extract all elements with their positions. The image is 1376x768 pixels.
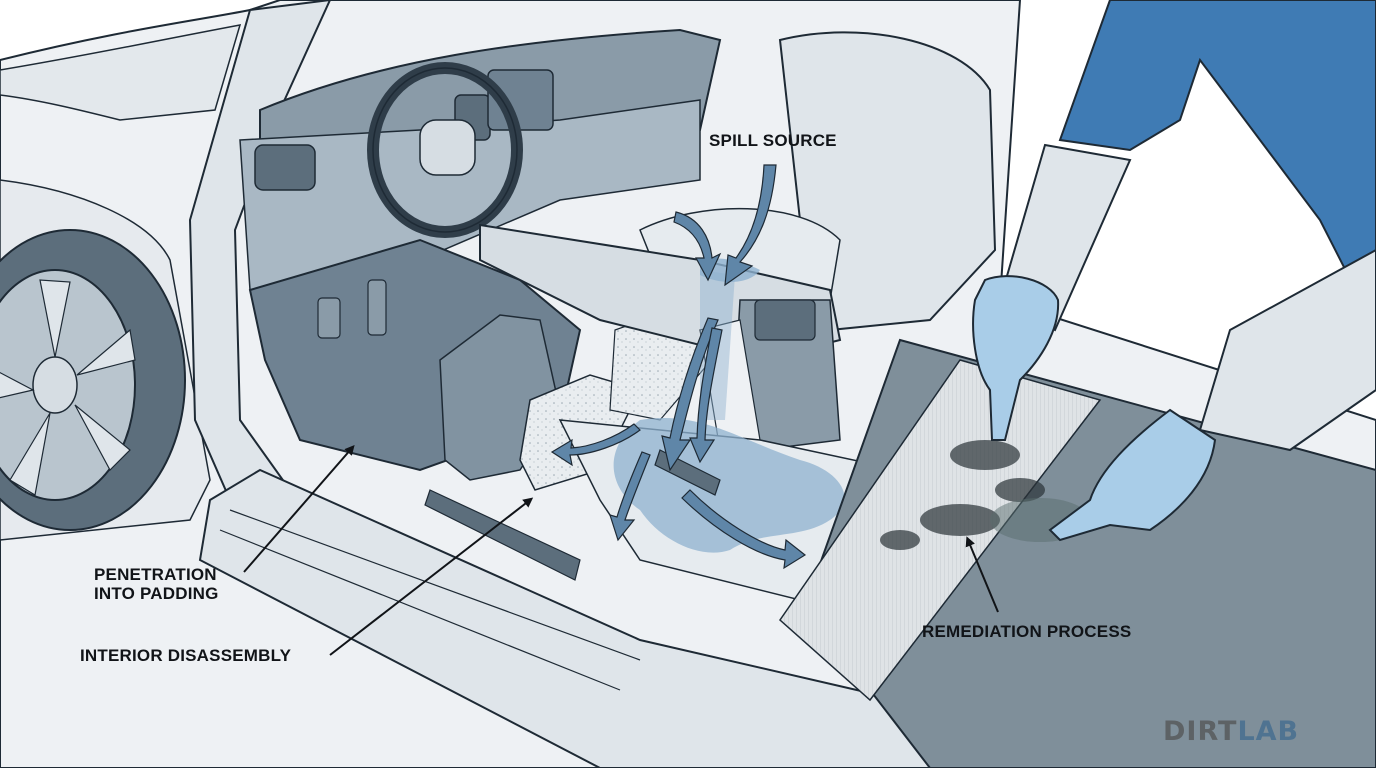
label-penetration-line2: INTO PADDING xyxy=(94,583,219,603)
logo-dirt: DIRT xyxy=(1163,716,1238,747)
door-frame xyxy=(188,0,332,502)
mold-stain xyxy=(880,440,1045,550)
wheel xyxy=(0,229,186,531)
carpet-remediation-area xyxy=(779,338,1376,768)
spill-flow-arrows xyxy=(550,164,807,570)
label-penetration-line1: PENETRATION xyxy=(94,565,217,584)
label-interior-disassembly: INTERIOR DISASSEMBLY xyxy=(80,646,292,665)
cabin-interior xyxy=(198,28,997,768)
label-spill-source: SPILL SOURCE xyxy=(709,131,837,150)
label-remediation-process: REMEDIATION PROCESS xyxy=(922,622,1132,641)
gloved-hands xyxy=(972,275,1217,542)
label-penetration-into-padding: PENETRATION INTO PADDING xyxy=(94,565,219,603)
callout-arrows xyxy=(243,444,999,656)
technician xyxy=(972,0,1376,542)
logo-lab: LAB xyxy=(1237,716,1300,747)
dirtlab-logo: DIRTLAB xyxy=(1163,716,1299,747)
